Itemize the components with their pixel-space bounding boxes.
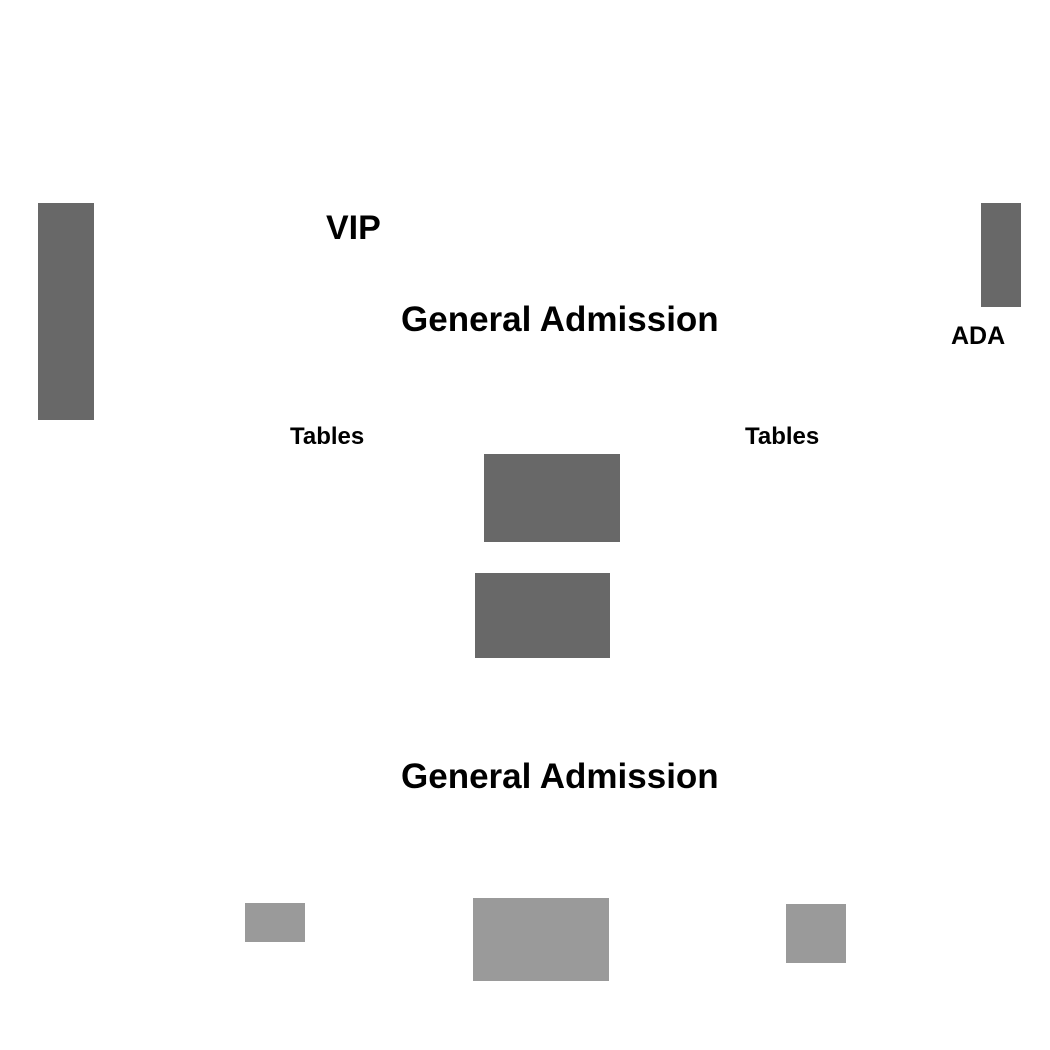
tables-left-label: Tables [290, 423, 365, 450]
bottom-center-section-block[interactable] [473, 898, 609, 981]
bottom-left-section-block[interactable] [245, 903, 305, 942]
general-admission-lower-label: General Admission [401, 757, 719, 796]
center-lower-section-block[interactable] [475, 573, 610, 658]
tables-right-label: Tables [745, 423, 820, 450]
general-admission-upper-label: General Admission [401, 300, 719, 339]
vip-section-block[interactable] [38, 203, 94, 420]
ada-section-block[interactable] [981, 203, 1021, 307]
bottom-right-section-block[interactable] [786, 904, 846, 963]
ada-label: ADA [951, 322, 1006, 350]
vip-label: VIP [326, 209, 381, 247]
center-upper-section-block[interactable] [484, 454, 620, 542]
